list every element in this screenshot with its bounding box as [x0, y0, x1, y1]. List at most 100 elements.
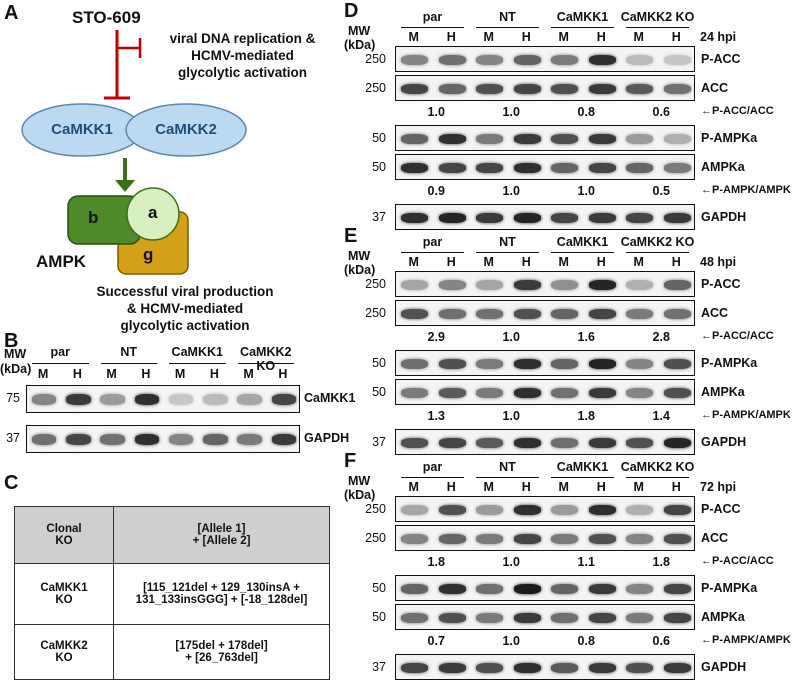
- lane-group-label: CaMKK1: [171, 345, 223, 359]
- blot-band: [588, 387, 616, 398]
- blot-row-label: ACC: [701, 306, 729, 320]
- lane-group-label: par: [422, 235, 443, 249]
- camkk2-label: CaMKK2: [155, 121, 217, 138]
- blot-strip: [395, 654, 695, 680]
- blot-band: [663, 387, 691, 398]
- ratio-value: 1.1: [577, 555, 595, 569]
- blot-band: [626, 504, 654, 515]
- blot-band: [438, 387, 466, 398]
- lane-group-label: NT: [499, 460, 516, 474]
- blot-band: [588, 212, 616, 223]
- inhibit-text: viral DNA replication & HCMV-mediated gl…: [150, 30, 335, 81]
- mw-marker: 37: [372, 210, 386, 224]
- blot-band: [168, 434, 194, 446]
- blot-strip: [395, 154, 695, 180]
- blot-row-label: ACC: [701, 81, 729, 95]
- ratio-value: 1.0: [577, 184, 595, 198]
- lane-label: M: [483, 255, 494, 269]
- blot-band: [438, 533, 466, 544]
- mw-title: MW: [348, 249, 371, 263]
- ratio-value: 1.4: [652, 409, 670, 423]
- panel-label-b: B: [4, 330, 19, 352]
- blot-band: [401, 133, 429, 144]
- ampk-label: AMPK: [36, 252, 87, 271]
- group-underline: [401, 252, 464, 253]
- outcome-line2: & HCMV-mediated: [126, 301, 244, 316]
- mw-marker: 50: [372, 160, 386, 174]
- blot-band: [438, 437, 466, 448]
- blot-band: [626, 162, 654, 173]
- blot-band: [626, 612, 654, 623]
- blot-band: [551, 358, 579, 369]
- ratio-value: 1.0: [502, 634, 520, 648]
- ratio-value: 1.0: [502, 555, 520, 569]
- blot-band: [513, 133, 541, 144]
- group-underline: [551, 27, 614, 28]
- blot-band: [663, 279, 691, 290]
- lane-group-label: CaMKK1: [556, 460, 609, 474]
- ratio-value: 2.8: [652, 330, 670, 344]
- outcome-line3: glycolytic activation: [120, 318, 250, 333]
- lane-label: M: [558, 30, 569, 44]
- blot-band: [551, 212, 579, 223]
- panel-label: D: [344, 0, 359, 22]
- blot-strip: [395, 604, 695, 630]
- blot-band: [476, 387, 504, 398]
- ratio-value: 0.5: [652, 184, 670, 198]
- blot-band: [401, 504, 429, 515]
- blot-band: [438, 133, 466, 144]
- lane-group-label: CaMKK1: [556, 10, 609, 24]
- blot-band: [134, 434, 160, 446]
- blot-band: [663, 504, 691, 515]
- time-label: 72 hpi: [700, 480, 737, 494]
- outcome-text: Successful viral production & HCMV-media…: [60, 283, 310, 334]
- lane-label: M: [483, 480, 494, 494]
- blot-band: [476, 358, 504, 369]
- group-underline: [476, 27, 539, 28]
- lane-group-label: CaMKK2 KO: [620, 10, 695, 24]
- lane-label: M: [633, 480, 644, 494]
- mw-marker: 50: [372, 356, 386, 370]
- panel-label: F: [344, 450, 357, 472]
- table-row: CaMKK2 KO [175del + 178del] + [26_763del…: [14, 624, 330, 680]
- blot-band: [438, 279, 466, 290]
- mw-title-unit: (kDa): [0, 362, 32, 376]
- blot-band: [100, 434, 125, 446]
- lane-label: H: [596, 30, 606, 44]
- blot-band: [551, 662, 579, 673]
- blot-strip: [395, 575, 695, 601]
- blot-band: [476, 504, 504, 515]
- blot-band: [663, 437, 691, 448]
- blot-band: [626, 437, 654, 448]
- blot-band: [551, 54, 579, 65]
- group-underline: [626, 477, 689, 478]
- blot-band: [438, 583, 466, 594]
- lane-group-label: par: [422, 10, 443, 24]
- ratio-value: 2.9: [427, 330, 445, 344]
- lane-label: M: [106, 367, 117, 381]
- blot-band: [663, 308, 691, 319]
- lane-label: M: [408, 480, 419, 494]
- blot-band: [438, 162, 466, 173]
- blot-strip: [26, 385, 300, 413]
- blot-band: [588, 308, 616, 319]
- blot-row-label: AMPKa: [701, 160, 745, 174]
- inhibitor-label: STO-609: [72, 8, 141, 27]
- ratio-value: 0.9: [427, 184, 445, 198]
- lane-label: H: [521, 30, 531, 44]
- blot-band: [237, 394, 262, 406]
- blot-band: [551, 308, 579, 319]
- group-underline: [100, 363, 157, 364]
- ampk-beta-label: b: [88, 208, 99, 227]
- blot-band: [513, 504, 541, 515]
- mw-title-unit: (kDa): [344, 488, 376, 502]
- lane-group-label: NT: [499, 235, 516, 249]
- panel-label-a: A: [4, 2, 19, 24]
- pathway-diagram: [21, 30, 247, 275]
- blot-band: [588, 162, 616, 173]
- ratio-arrow-label: ←P-ACC/ACC: [701, 555, 774, 567]
- blot-band: [626, 533, 654, 544]
